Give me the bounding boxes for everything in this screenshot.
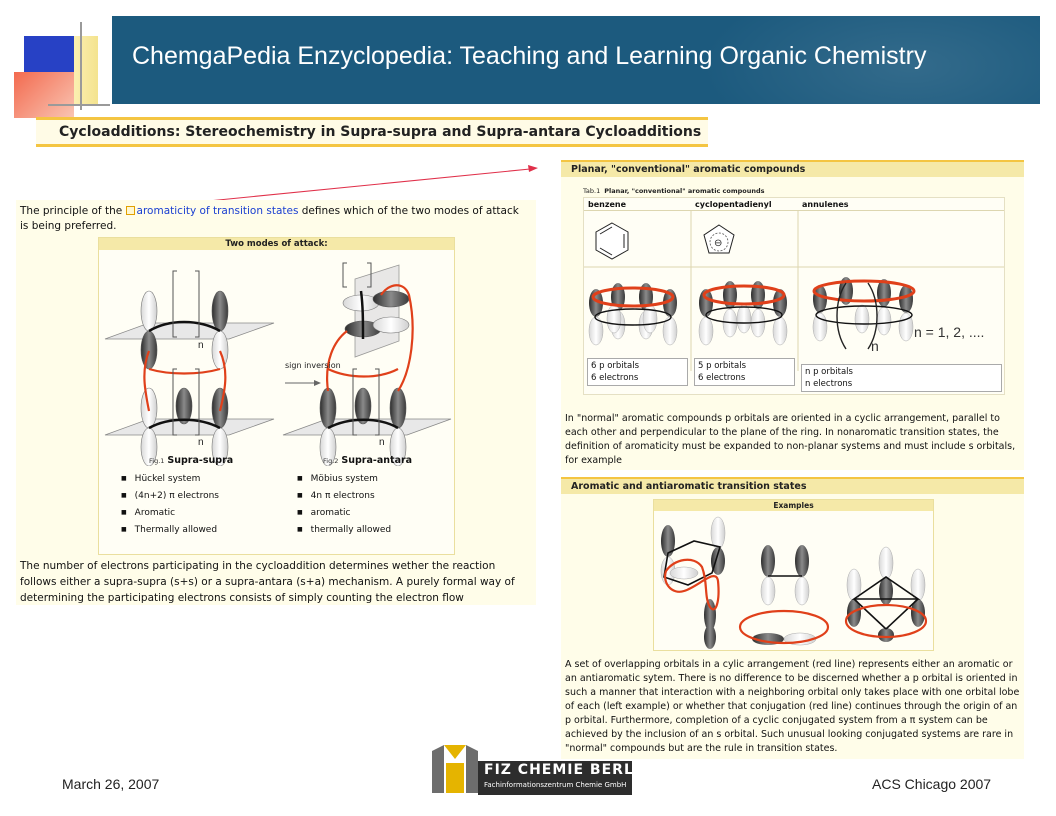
benzene-structure: [595, 222, 629, 260]
column-header-benzene: benzene: [588, 200, 627, 209]
annulene-count-cell: n p orbitals n electrons: [801, 364, 1002, 392]
section-heading-banner: Cycloadditions: Stereochemistry in Supra…: [36, 117, 708, 147]
annulene-n-subscript: n: [871, 338, 879, 354]
list-item: Aromatic: [121, 504, 219, 521]
fiz-chemie-logo: FIZ CHEMIE BERLIN Fachinformationszentru…: [432, 743, 652, 795]
examples-box: Examples: [653, 499, 934, 651]
list-item: thermally allowed: [297, 521, 391, 538]
list-item: Möbius system: [297, 470, 391, 487]
planar-aromatics-band: Planar, "conventional" aromatic compound…: [561, 160, 1024, 177]
fig1-name: Supra-supra: [167, 455, 234, 466]
logo-name: FIZ CHEMIE BERLIN: [484, 762, 653, 778]
list-item: Thermally allowed: [121, 521, 219, 538]
table-header-divider: [584, 210, 1004, 211]
aromatic-compounds-table: benzene cyclopentadienyl annulenes: [583, 197, 1005, 395]
benzene-orbitals: [588, 283, 678, 346]
example-middle-pi-s-system: [738, 545, 830, 646]
fig1-conjugation-line: [143, 350, 227, 412]
annulene-orbitals: [812, 277, 916, 350]
corner-red-square: [14, 72, 74, 118]
annulene-n-values: n = 1, 2, ....: [914, 324, 985, 340]
corner-horizontal-line: [48, 104, 110, 106]
left-content-panel: The principle of the aromaticity of tran…: [16, 200, 536, 605]
table-label: Tab.1: [583, 187, 601, 195]
title-bar: ChemgaPedia Enzyclopedia: Teaching and L…: [112, 16, 1040, 104]
logo-emblem-icon: [432, 745, 478, 793]
corner-vertical-line: [80, 22, 82, 110]
benzene-orbitals-count: 6 p orbitals: [591, 361, 639, 371]
fig2-name: Supra-antara: [341, 455, 413, 466]
cyclopentadienyl-orbitals: [698, 281, 788, 346]
column-header-annulenes: annulenes: [802, 200, 849, 209]
example-right-triangle-system: [844, 546, 928, 642]
slide-title: ChemgaPedia Enzyclopedia: Teaching and L…: [132, 42, 927, 70]
list-item: 4n π electrons: [297, 487, 391, 504]
table-title: Planar, "conventional" aromatic compound…: [604, 187, 765, 195]
fig2-label: Fig.2: [323, 457, 339, 465]
examples-heading: Examples: [654, 500, 933, 511]
footer-date: March 26, 2007: [62, 776, 160, 792]
link-icon: [125, 206, 135, 215]
cyclopentadienyl-count-cell: 5 p orbitals 6 electrons: [694, 358, 795, 386]
cyclopentadienyl-structure: [703, 224, 735, 254]
transition-states-band: Aromatic and antiaromatic transition sta…: [561, 477, 1024, 494]
fig1-top-plane: [104, 322, 275, 340]
list-item: (4n+2) π electrons: [121, 487, 219, 504]
normal-aromatics-paragraph: In "normal" aromatic compounds p orbital…: [565, 413, 1016, 466]
cyclopentadienyl-orbitals-count: 5 p orbitals: [698, 361, 746, 371]
annulene-orbitals-count: n p orbitals: [805, 367, 853, 377]
fig2-bottom-orbitals: [319, 387, 407, 466]
fig2-conjugation-line: [326, 284, 414, 392]
intro-text-before: The principle of the: [20, 205, 126, 217]
fig1-top-n: n: [198, 340, 204, 351]
benzene-count-cell: 6 p orbitals 6 electrons: [587, 358, 688, 386]
fig2-bottom-n: n: [379, 437, 385, 448]
column-header-cyclopentadienyl: cyclopentadienyl: [695, 200, 772, 209]
logo-text-box: FIZ CHEMIE BERLIN Fachinformationszentru…: [478, 761, 652, 795]
list-item: Hückel system: [121, 470, 219, 487]
fig1-label: Fig.1: [149, 457, 165, 465]
fig2-top-orbitals: [342, 290, 410, 340]
aromaticity-link[interactable]: aromaticity of transition states: [136, 205, 299, 217]
annulene-electrons-count: n electrons: [805, 379, 853, 389]
modes-diagram: n n n: [104, 262, 452, 466]
cyclopentadienyl-electrons-count: 6 electrons: [698, 373, 746, 383]
logo-subtitle: Fachinformationszentrum Chemie GmbH: [484, 781, 627, 789]
aromatic-orbital-diagrams: ⊖: [584, 211, 1004, 371]
transition-states-paragraph: A set of overlapping orbitals in a cylic…: [565, 659, 1020, 754]
list-item: aromatic: [297, 504, 391, 521]
intro-paragraph: The principle of the aromaticity of tran…: [20, 204, 530, 234]
fig2-properties: Möbius system 4n π electrons aromatic th…: [297, 470, 391, 538]
fig1-bottom-plane: [104, 418, 275, 436]
footer-event: ACS Chicago 2007: [872, 776, 992, 792]
modes-of-attack-box: Two modes of attack:: [98, 237, 455, 555]
right-bottom-panel: Aromatic and antiaromatic transition sta…: [561, 477, 1024, 759]
fig1-properties: Hückel system (4n+2) π electrons Aromati…: [121, 470, 219, 538]
examples-diagram: [660, 516, 928, 649]
anion-charge-symbol: ⊖: [714, 238, 722, 249]
example-left-twisted-system: [660, 516, 726, 649]
section-heading: Cycloadditions: Stereochemistry in Supra…: [59, 124, 702, 140]
modes-heading: Two modes of attack:: [99, 238, 454, 250]
sign-inversion-label: sign inversion: [285, 361, 341, 370]
fig1-bottom-n: n: [198, 437, 204, 448]
right-top-panel: Planar, "conventional" aromatic compound…: [561, 160, 1024, 470]
benzene-electrons-count: 6 electrons: [591, 373, 639, 383]
intro-text-after: defines which of the two modes of attack…: [20, 205, 519, 232]
outro-paragraph: The number of electrons participating in…: [20, 560, 515, 604]
